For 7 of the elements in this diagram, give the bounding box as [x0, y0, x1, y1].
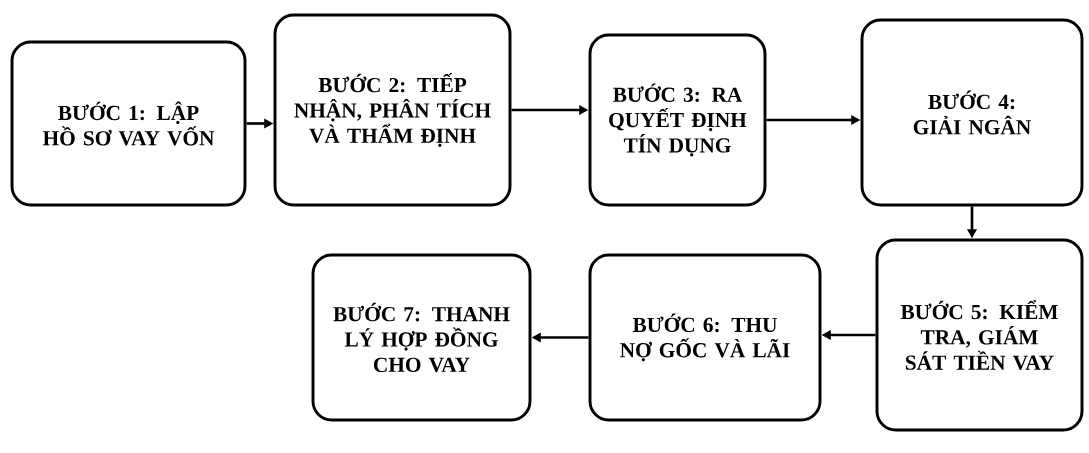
process-box: BƯỚC 5: KIỂM TRA, GIÁM SÁT TIỀN VAY: [875, 238, 1084, 432]
process-box: BƯỚC 3: RA QUYẾT ĐỊNH TÍN DỤNG: [588, 33, 767, 207]
process-box: BƯỚC 7: THANH LÝ HỢP ĐỒNG CHO VAY: [311, 253, 532, 422]
process-box: BƯỚC 4: GIẢI NGÂN: [860, 18, 1084, 207]
process-box: BƯỚC 6: THU NỢ GỐC VÀ LÃI: [588, 253, 822, 422]
process-box: BƯỚC 1: LẬP HỒ SƠ VAY VỐN: [10, 40, 247, 207]
process-box: BƯỚC 2: TIẾP NHẬN, PHÂN TÍCH VÀ THẨM ĐỊNH: [273, 13, 512, 207]
